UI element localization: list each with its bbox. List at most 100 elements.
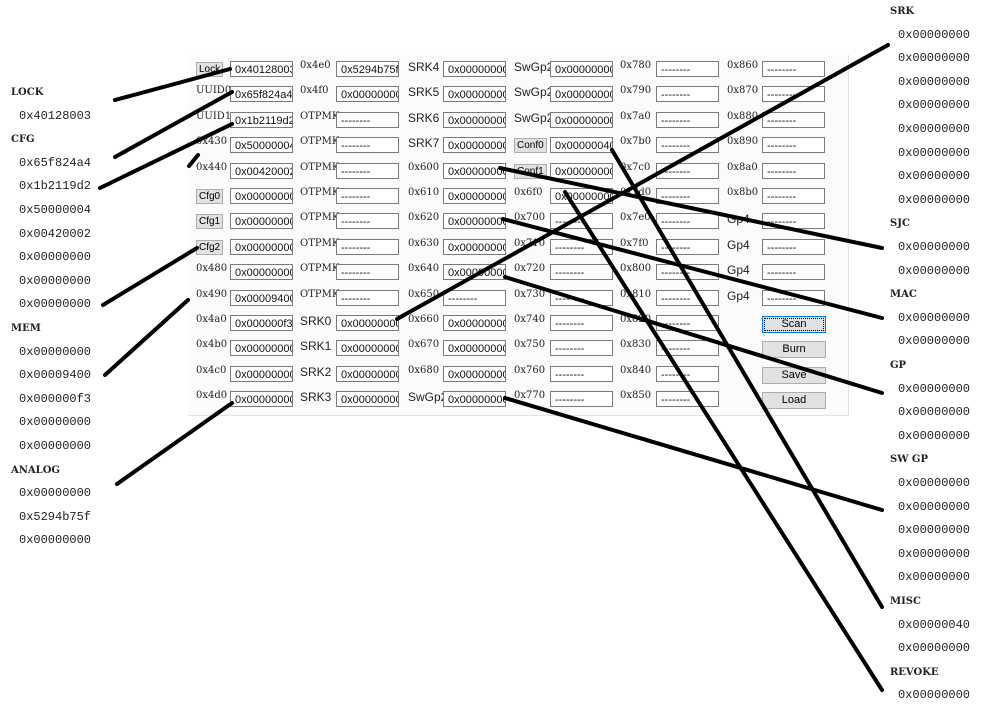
fuse-value-input[interactable]: -------- [762,61,825,77]
field-label: 0x4c0 [196,364,227,376]
fuse-value-input[interactable]: -------- [656,188,719,204]
field-label: 0x830 [620,339,652,351]
fuse-value-input[interactable]: 0x00000000 [443,86,506,103]
connector-line [115,401,234,486]
connector-line [498,166,884,250]
fuse-value-input[interactable]: -------- [656,111,719,128]
field-label: SwGp2 [514,85,554,100]
fuse-value-input[interactable]: 0x00000000 [443,61,506,77]
fuse-value-input[interactable]: -------- [336,188,399,204]
field-label: 0x850 [620,390,652,402]
section-value: 0x00000000 [898,381,971,396]
fuse-value-input[interactable]: -------- [762,111,825,128]
fuse-value-input[interactable]: 0x00000000 [443,111,506,128]
field-label: Gp4 [727,263,750,278]
cfg1-button[interactable]: Cfg1 [196,214,224,230]
field-label: UUID0 [196,85,232,97]
fuse-value-input[interactable]: -------- [656,86,719,103]
scan-button[interactable]: Scan [762,316,826,333]
fuse-value-input[interactable]: -------- [550,264,613,281]
connector-line [503,275,884,395]
fuse-value-input[interactable]: 0x00000000 [230,391,293,408]
fuse-value-input[interactable]: 0x00000000 [443,315,506,331]
fuse-value-input[interactable]: 0x00000000 [550,61,613,77]
fuse-value-input[interactable]: -------- [656,61,719,77]
fuse-value-input[interactable]: 0x00000000 [550,86,613,103]
fuse-value-input[interactable]: -------- [336,162,399,179]
fuse-value-input[interactable]: 0x000000f3 [230,315,293,331]
fuse-value-input[interactable]: -------- [336,238,399,255]
fuse-value-input[interactable]: 0x00000000 [443,365,506,382]
fuse-value-input[interactable]: -------- [336,264,399,281]
field-label: 0x4a0 [196,314,227,325]
fuse-value-input[interactable]: 0x00000000 [336,340,399,357]
section-value: 0x00000000 [19,533,92,548]
fuse-value-input[interactable]: 0x00000000 [230,264,293,281]
fuse-value-input[interactable]: 0x00000000 [230,238,293,255]
fuse-value-input[interactable]: 0x00000000 [443,137,506,154]
burn-button[interactable]: Burn [762,341,826,358]
field-label: OTPMK [300,136,340,148]
fuse-value-input[interactable]: 0x00000000 [230,213,293,230]
cfg0-button[interactable]: Cfg0 [196,189,224,204]
section-value: 0x000000f3 [19,391,92,406]
field-label: 0x640 [408,263,440,275]
fuse-value-input[interactable]: 0x1b2119d2 [230,111,293,128]
fuse-value-input[interactable]: 0x00000000 [443,162,506,179]
fuse-value-input[interactable]: 0x00420002 [230,162,293,179]
fuse-value-input[interactable]: 0x00000000 [230,340,293,357]
field-label: SRK3 [300,390,332,405]
fuse-value-input[interactable]: -------- [550,391,613,408]
field-label: 0x7c0 [620,161,651,173]
section-value: 0x00000000 [19,415,92,430]
fuse-value-input[interactable]: 0x50000004 [230,137,293,154]
fuse-value-input[interactable]: 0x40128003 [230,61,293,77]
fuse-value-input[interactable]: 0x65f824a4 [230,86,293,103]
fuse-value-input[interactable]: -------- [656,213,719,230]
fuse-value-input[interactable]: -------- [656,391,719,408]
section-value: 0x00000000 [898,192,971,207]
fuse-value-input[interactable]: -------- [762,264,825,281]
field-label: 0x6f0 [514,187,543,198]
fuse-value-input[interactable]: 0x5294b75f [336,61,399,77]
field-label: 0x4b0 [196,339,228,351]
fuse-value-input[interactable]: 0x00000000 [336,391,399,408]
field-label: 0x870 [727,85,759,97]
fuse-value-input[interactable]: -------- [762,188,825,204]
fuse-value-input[interactable]: 0x00000000 [550,162,613,179]
fuse-value-input[interactable]: -------- [762,162,825,179]
fuse-value-input[interactable]: -------- [336,213,399,230]
fuse-value-input[interactable]: 0x00000040 [550,137,613,154]
fuse-value-input[interactable]: -------- [762,238,825,255]
load-button[interactable]: Load [762,392,826,409]
field-label: SRK5 [408,85,440,100]
field-label: UUID1 [196,110,232,122]
connector-line [501,217,884,320]
fuse-value-input[interactable]: 0x00000000 [443,340,506,357]
field-label: 0x840 [620,364,652,376]
fuse-value-input[interactable]: -------- [550,365,613,382]
field-label: OTPMK [300,263,340,275]
field-label: SwGp2 [514,60,554,74]
fuse-value-input[interactable]: -------- [443,289,506,306]
conf0-button[interactable]: Conf0 [514,138,547,154]
section-value: 0x00000000 [898,240,971,254]
section-value: 0x1b2119d2 [19,179,92,194]
fuse-value-input[interactable]: -------- [762,137,825,154]
fuse-value-input[interactable]: -------- [336,111,399,128]
fuse-value-input[interactable]: 0x00000000 [230,365,293,382]
field-label: 0x780 [620,60,652,71]
fuse-value-input[interactable]: 0x00000000 [230,188,293,204]
fuse-value-input[interactable]: 0x00000000 [550,111,613,128]
fuse-value-input[interactable]: -------- [336,289,399,306]
field-label: 0x790 [620,85,652,97]
fuse-value-input[interactable]: 0x00000000 [336,365,399,382]
fuse-value-input[interactable]: -------- [336,137,399,154]
fuse-value-input[interactable]: 0x00000000 [336,315,399,331]
fuse-value-input[interactable]: -------- [550,315,613,331]
fuse-value-input[interactable]: 0x00000000 [336,86,399,103]
fuse-value-input[interactable]: 0x00000000 [443,238,506,255]
fuse-value-input[interactable]: 0x00009400 [230,289,293,306]
fuse-value-input[interactable]: -------- [550,340,613,357]
fuse-value-input[interactable]: 0x00000000 [443,188,506,204]
